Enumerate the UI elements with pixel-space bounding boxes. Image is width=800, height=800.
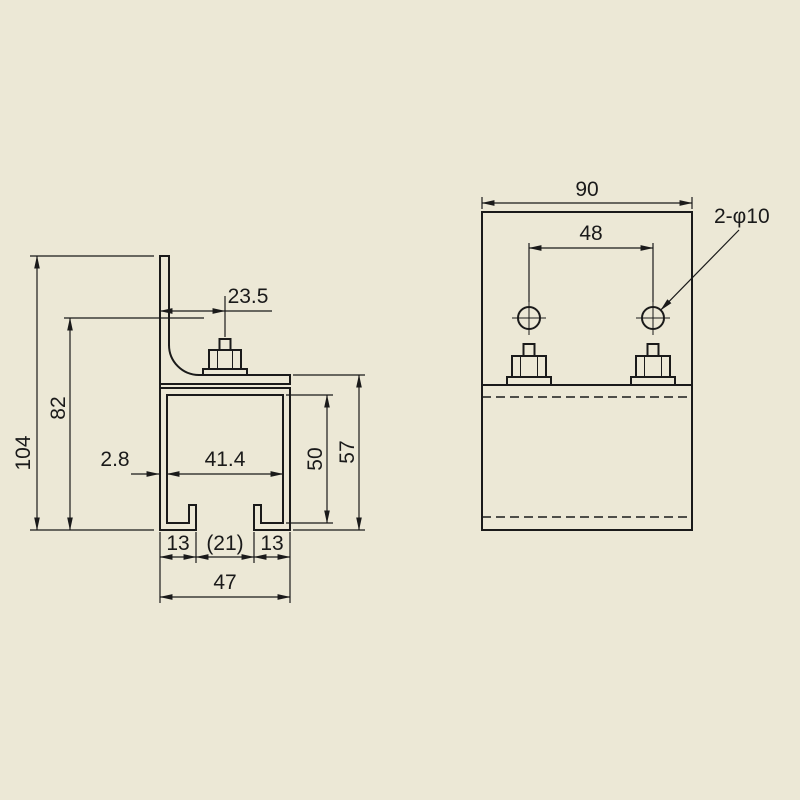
dim-label-41-4: 41.4 (205, 448, 246, 471)
bolt-washer (630, 376, 676, 386)
dim-label-82: 82 (47, 396, 70, 419)
bolt-assembly-front-right (630, 343, 676, 386)
dim-bottom-chain: 13 (21) 13 (159, 532, 291, 563)
bolt-assembly-side (202, 338, 248, 376)
bracket-fillet (167, 343, 201, 377)
leader-line (660, 229, 740, 311)
right-view-front: 90 48 2-φ10 (481, 178, 770, 531)
dim-outer-width: 47 (159, 532, 291, 603)
bolt-assembly-front-left (506, 343, 552, 386)
dim-label-2-8: 2.8 (100, 448, 129, 471)
dim-label-2-phi10: 2-φ10 (714, 205, 770, 228)
dim-label-104: 104 (12, 435, 35, 470)
mounting-hole-left (512, 301, 546, 335)
rail-channel-outline (159, 387, 291, 531)
dim-inner-width: 41.4 (166, 448, 284, 477)
dim-inner-height: 50 (286, 394, 333, 524)
dim-label-13-right: 13 (260, 532, 283, 555)
hole-callout: 2-φ10 (660, 205, 770, 311)
dim-plate-width: 90 (481, 178, 693, 209)
bolt-washer (202, 368, 248, 376)
dim-label-47: 47 (213, 571, 236, 594)
dim-label-50: 50 (304, 447, 327, 470)
left-view-section: 104 82 23.5 2.8 41.4 (12, 255, 365, 603)
dim-overall-height: 104 (12, 255, 154, 531)
dim-label-90: 90 (575, 178, 598, 201)
dim-wall-thickness: 2.8 (100, 448, 160, 477)
mounting-hole-right (636, 301, 670, 335)
dim-label-21: (21) (206, 532, 243, 555)
dim-label-23-5: 23.5 (228, 285, 269, 308)
dim-label-13-left: 13 (166, 532, 189, 555)
bolt-washer (506, 376, 552, 386)
dim-label-48: 48 (579, 222, 602, 245)
dim-label-57: 57 (336, 440, 359, 463)
dim-bolt-offset: 23.5 (159, 285, 272, 337)
dim-hole-pitch: 48 (528, 222, 654, 302)
dim-outer-height: 57 (293, 374, 365, 531)
dim-upper-height: 82 (47, 317, 204, 531)
